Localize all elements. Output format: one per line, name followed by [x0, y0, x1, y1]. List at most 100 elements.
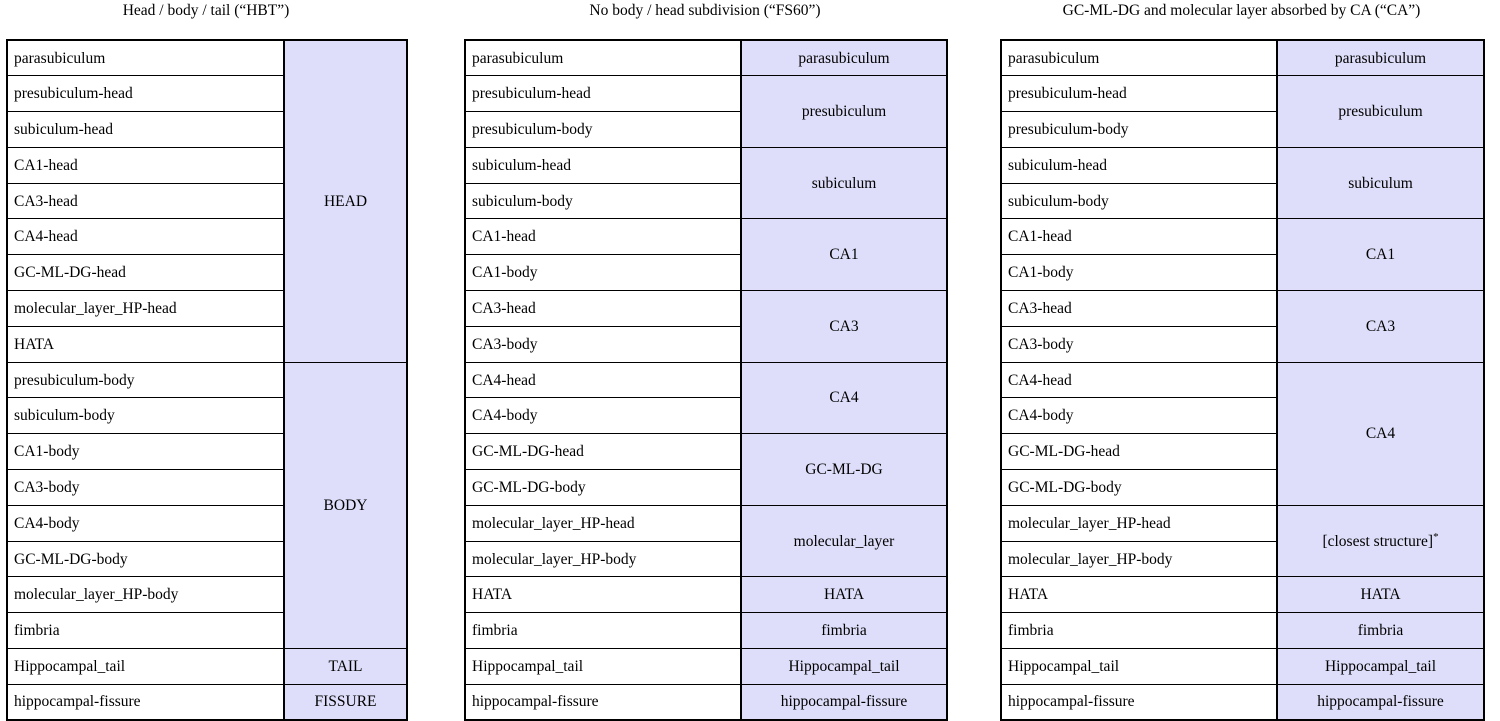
- merged-label-cell: hippocampal-fissure: [1276, 683, 1485, 721]
- source-label-cell: subiculum-head: [6, 111, 285, 148]
- source-label-cell: presubiculum-body: [6, 361, 285, 399]
- source-label-cell: presubiculum-head: [1000, 75, 1278, 113]
- panel-fs60: No body / head subdivision (“FS60”) para…: [464, 0, 948, 721]
- table-row: CA3-head: [6, 182, 407, 220]
- table-row: molecular_layer_HP-body: [1000, 540, 1484, 578]
- table-row: CA4-body: [6, 504, 407, 542]
- source-label-cell: fimbria: [6, 612, 285, 650]
- panel-ca: GC-ML-DG and molecular layer absorbed by…: [1000, 0, 1485, 721]
- source-label-cell: CA3-body: [6, 469, 285, 506]
- table-row: CA3-body: [1000, 325, 1484, 363]
- source-label-cell: GC-ML-DG-body: [6, 540, 285, 578]
- merged-label-cell: FISSURE: [283, 683, 408, 721]
- table-row: GC-ML-DG-head: [6, 254, 407, 292]
- panel-title-hbt: Head / body / tail (“HBT”): [122, 2, 290, 19]
- source-label-cell: presubiculum-body: [1000, 111, 1278, 148]
- source-label-cell: molecular_layer_HP-body: [464, 540, 742, 578]
- source-label-cell: GC-ML-DG-head: [6, 254, 285, 292]
- source-label-cell: hippocampal-fissure: [464, 683, 742, 721]
- table-row: presubiculum-body: [1000, 111, 1484, 148]
- source-label-cell: CA3-body: [464, 325, 742, 363]
- table-row: GC-ML-DG-body: [1000, 469, 1484, 506]
- source-label-cell: subiculum-head: [464, 146, 742, 184]
- source-label-cell: Hippocampal_tail: [464, 648, 742, 685]
- source-label-cell: parasubiculum: [464, 39, 742, 77]
- source-label-cell: fimbria: [1000, 612, 1278, 650]
- table-row: CA4-head: [6, 218, 407, 256]
- merged-label-cell: fimbria: [740, 612, 948, 650]
- merged-label-cell: fimbria: [1276, 612, 1485, 650]
- source-label-cell: HATA: [6, 325, 285, 363]
- merged-label-cell: CA4: [1276, 361, 1485, 506]
- merged-label-cell: HATA: [740, 576, 948, 614]
- table-row: presubiculum-head: [6, 75, 407, 113]
- source-label-cell: subiculum-body: [464, 182, 742, 220]
- source-label-cell: parasubiculum: [1000, 39, 1278, 77]
- source-label-cell: Hippocampal_tail: [6, 648, 285, 685]
- source-label-cell: molecular_layer_HP-head: [464, 504, 742, 542]
- panel-title-fs60: No body / head subdivision (“FS60”): [589, 2, 821, 19]
- merged-label-cell: CA4: [740, 361, 948, 435]
- source-label-cell: GC-ML-DG-head: [464, 433, 742, 471]
- source-label-cell: hippocampal-fissure: [6, 683, 285, 721]
- source-label-cell: CA4-head: [464, 361, 742, 399]
- source-label-cell: CA1-head: [1000, 218, 1278, 256]
- source-label-cell: CA4-head: [1000, 361, 1278, 399]
- table-row: GC-ML-DG-body: [464, 469, 947, 506]
- table-row: subiculum-head: [6, 111, 407, 148]
- table-row: fimbria: [6, 612, 407, 650]
- source-label-cell: HATA: [464, 576, 742, 614]
- source-label-cell: subiculum-body: [6, 397, 285, 435]
- source-label-cell: GC-ML-DG-head: [1000, 433, 1278, 471]
- merged-label-cell: parasubiculum: [740, 39, 948, 77]
- table-row: CA3-body: [464, 325, 947, 363]
- merged-label-cell: HATA: [1276, 576, 1485, 614]
- table-row: HATA: [6, 325, 407, 363]
- merged-label-cell: [closest structure]*: [1276, 504, 1485, 578]
- merged-label-cell: presubiculum: [1276, 75, 1485, 148]
- table-row: CA1-body: [464, 254, 947, 292]
- merged-label-cell: CA3: [740, 290, 948, 363]
- source-label-cell: hippocampal-fissure: [1000, 683, 1278, 721]
- source-label-cell: CA1-body: [464, 254, 742, 292]
- footnote-marker: *: [1433, 530, 1439, 543]
- merged-label-cell: BODY: [283, 361, 408, 650]
- source-label-cell: HATA: [1000, 576, 1278, 614]
- merged-label-cell: Hippocampal_tail: [1276, 648, 1485, 685]
- table-row: CA4-body: [1000, 397, 1484, 435]
- source-label-cell: fimbria: [464, 612, 742, 650]
- merged-label-cell: HEAD: [283, 38, 408, 363]
- source-label-cell: CA3-head: [6, 182, 285, 220]
- source-label-cell: molecular_layer_HP-head: [6, 290, 285, 327]
- merged-label-cell: subiculum: [1276, 146, 1485, 220]
- merged-label-cell: TAIL: [283, 648, 408, 685]
- merged-label-cell: CA1: [740, 218, 948, 292]
- source-label-cell: Hippocampal_tail: [1000, 648, 1278, 685]
- source-label-cell: molecular_layer_HP-body: [6, 576, 285, 614]
- merged-label-cell: hippocampal-fissure: [740, 683, 948, 721]
- table-row: subiculum-body: [6, 397, 407, 435]
- source-label-cell: CA1-body: [1000, 254, 1278, 292]
- table-row: molecular_layer_HP-body: [464, 540, 947, 578]
